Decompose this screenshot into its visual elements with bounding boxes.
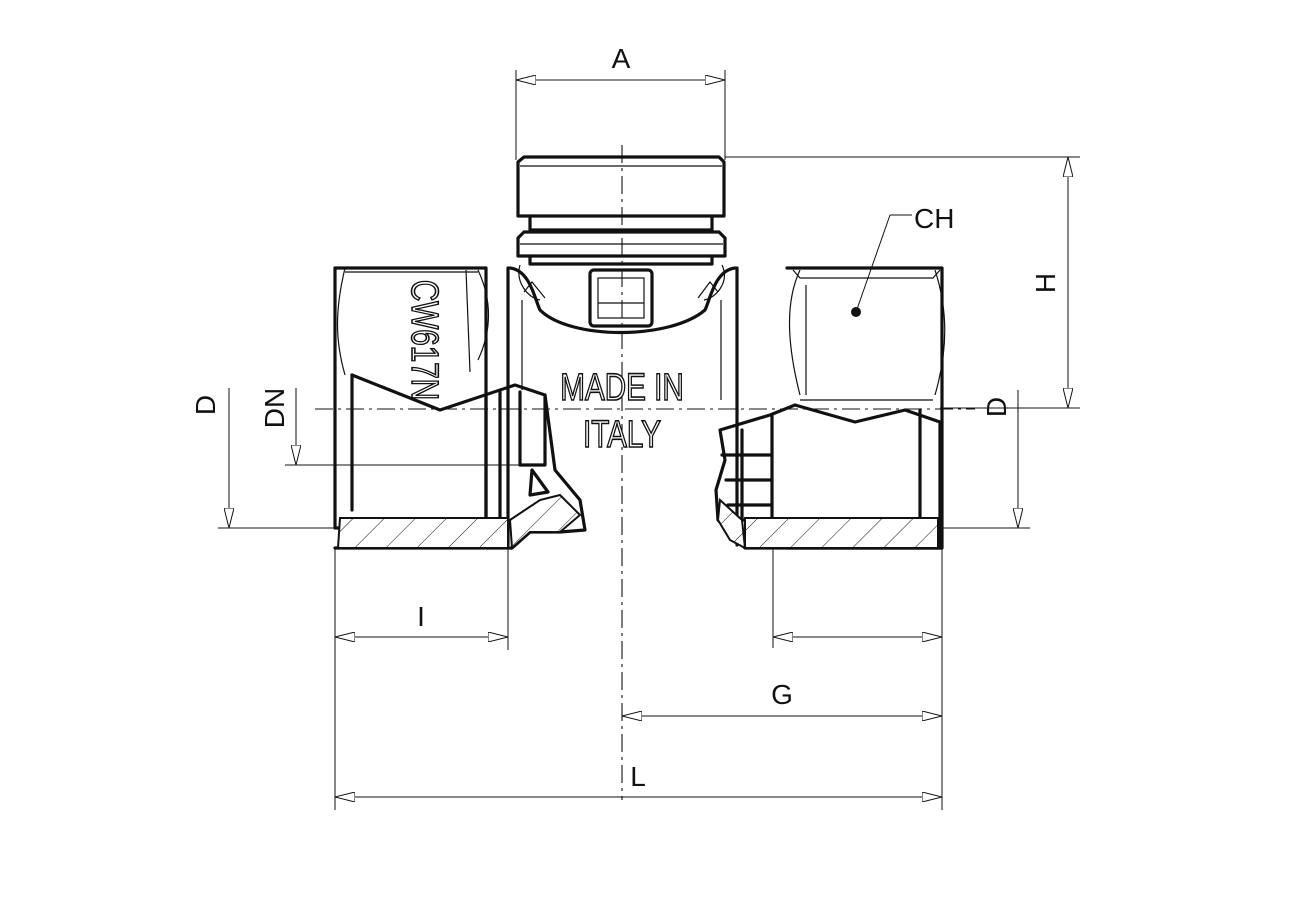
- centerlines: [315, 145, 975, 800]
- dimension-ch: [851, 214, 912, 317]
- right-hatch: [744, 517, 939, 549]
- origin-engraving-line1: MADE IN: [560, 367, 683, 409]
- dimension-a: [515, 70, 726, 160]
- dimension-d-right: [940, 390, 1030, 529]
- label-d-left: D: [190, 395, 221, 415]
- engraving-material: CW617N: [402, 279, 446, 401]
- cap-nut: [516, 155, 726, 218]
- label-a: A: [612, 43, 631, 74]
- center-body: [508, 266, 737, 335]
- label-g: G: [771, 679, 793, 710]
- origin-engraving-line2: ITALY: [583, 414, 661, 456]
- dimension-g-upper: [772, 548, 943, 810]
- label-ch: CH: [914, 203, 954, 234]
- dimension-i: [334, 548, 509, 810]
- dimension-h: [725, 156, 1080, 409]
- right-section: [714, 403, 942, 550]
- left-hatch: [336, 517, 509, 549]
- label-l: L: [630, 761, 646, 792]
- material-engraving: CW617N: [403, 280, 445, 400]
- dimension-dn: [285, 388, 520, 466]
- plug: [588, 268, 654, 328]
- label-i: I: [417, 601, 425, 632]
- label-d-right: D: [981, 397, 1012, 417]
- left-section: [333, 373, 587, 551]
- cap-thread: [516, 230, 727, 258]
- cap-collar: [528, 214, 714, 232]
- label-h: H: [1030, 273, 1061, 293]
- dimension-d-left: [218, 388, 340, 529]
- label-dn: DN: [259, 388, 290, 428]
